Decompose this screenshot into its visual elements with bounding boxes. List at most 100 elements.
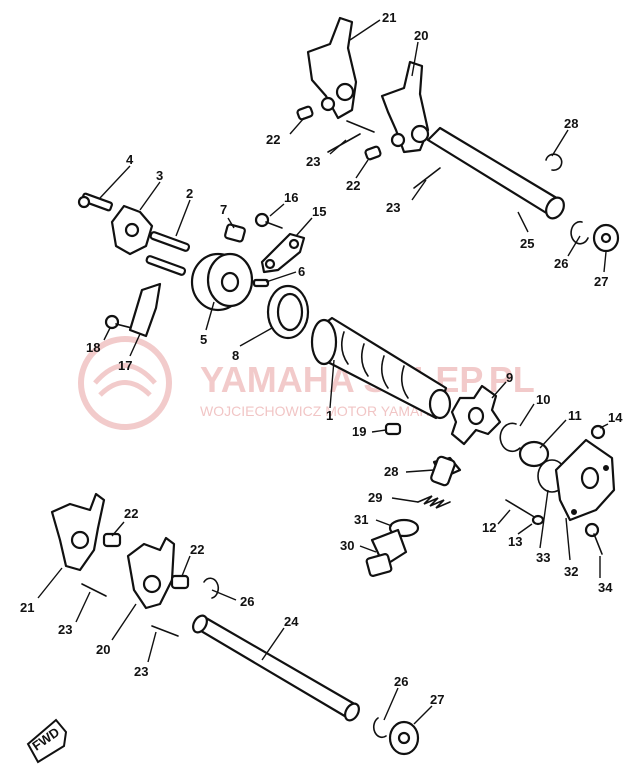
leader-23c	[75, 591, 91, 623]
drum-tip	[428, 388, 452, 420]
shift-drum	[310, 316, 502, 446]
shift-fork-20-bottom	[126, 536, 176, 610]
fork-bore	[335, 82, 355, 102]
guide-pin-22-d	[170, 574, 190, 590]
screw-16-shank	[265, 221, 283, 229]
shift-fork-shaft-25	[426, 126, 562, 216]
callout-13: 13	[508, 534, 522, 549]
callout-12: 12	[482, 520, 496, 535]
leader-30	[359, 545, 377, 553]
callout-23-top-b: 23	[386, 200, 400, 215]
leader-8	[239, 327, 273, 347]
callout-31: 31	[354, 512, 368, 527]
callout-28-top: 28	[564, 116, 578, 131]
leader-28	[405, 469, 435, 473]
leader-23d	[147, 631, 157, 663]
callout-4: 4	[126, 152, 134, 167]
screw-12	[505, 499, 537, 519]
shift-fork-shaft-24	[194, 616, 360, 720]
leader-14	[599, 423, 609, 429]
screw-16	[254, 212, 270, 228]
callout-23-bottom-b: 23	[134, 664, 148, 679]
leader-21a	[349, 19, 381, 41]
circlip-26-top	[570, 220, 589, 245]
callout-22-top-b: 22	[346, 178, 360, 193]
washer-13	[531, 514, 545, 526]
screw-34	[584, 522, 600, 538]
leader-16	[269, 203, 285, 217]
bolt-4-head	[77, 195, 91, 209]
cam-plate-hole	[467, 406, 485, 426]
fork-pin-boss-2	[390, 132, 406, 148]
dowel-19	[384, 422, 402, 436]
leader-23a	[329, 139, 347, 155]
callout-26-bottom-a: 26	[240, 594, 254, 609]
leader-22a	[289, 117, 305, 135]
callout-23-top-a: 23	[306, 154, 320, 169]
right-cover-parts	[499, 422, 616, 555]
callout-18: 18	[86, 340, 100, 355]
bolt-18	[104, 314, 120, 330]
leader-4	[99, 165, 131, 199]
plate-17	[128, 282, 162, 338]
cotter-pin-23-a2	[346, 120, 375, 133]
leader-13	[517, 523, 533, 535]
fork-bore-c	[142, 574, 162, 594]
bearing-8-inner	[276, 292, 304, 332]
leader-20b	[111, 603, 137, 641]
guide-pin-22-b	[364, 145, 382, 161]
callout-20-top: 20	[414, 28, 428, 43]
shaft-24-end	[192, 614, 208, 634]
leader-10	[519, 403, 535, 427]
bolt-18-shank	[115, 323, 133, 329]
cotter-pin-23-d	[151, 625, 179, 637]
callout-16: 16	[284, 190, 298, 205]
top-shift-assembly	[296, 16, 620, 253]
fork-pin-boss	[320, 96, 336, 112]
callout-34: 34	[598, 580, 613, 595]
leader-17	[129, 333, 141, 357]
screw-34-shank	[593, 533, 603, 555]
callout-3: 3	[156, 168, 163, 183]
callout-5: 5	[200, 332, 207, 347]
leader-lines	[37, 19, 609, 725]
callout-32: 32	[564, 564, 578, 579]
shift-cam-5-hub	[220, 271, 240, 293]
fork-bore-b	[70, 530, 90, 550]
watermark-logo-mark	[93, 363, 157, 397]
cover-bolt-hole	[603, 465, 609, 471]
leader-19	[371, 429, 387, 433]
callout-9: 9	[506, 370, 513, 385]
circlip-26-b	[203, 577, 220, 599]
leader-26b	[211, 589, 237, 601]
callout-labels: 21 20 22 23 22 23 28 25 26 27 4 3 2 7 16…	[20, 10, 623, 707]
leader-11	[539, 419, 567, 449]
cotter-pin-23-b	[413, 167, 441, 189]
cotter-pin-23-a	[327, 133, 361, 153]
shaft-end	[545, 196, 565, 220]
callout-24: 24	[284, 614, 299, 629]
guide-pin-22-a	[296, 105, 314, 121]
cotter-pin-23-c	[81, 583, 107, 597]
washer-11	[518, 440, 550, 468]
leader-5	[205, 301, 215, 331]
fwd-arrow-shape	[26, 718, 68, 764]
callout-22-bottom-b: 22	[190, 542, 204, 557]
callout-21-top: 21	[382, 10, 396, 25]
callout-8: 8	[232, 348, 239, 363]
screw-14	[590, 424, 606, 440]
leader-25	[517, 211, 529, 233]
leader-15	[295, 217, 313, 237]
callout-19: 19	[352, 424, 366, 439]
pin-6	[252, 278, 270, 288]
cover-bolt-hole-2	[571, 509, 577, 515]
leader-12	[497, 509, 511, 525]
leader-28t	[551, 129, 569, 157]
stopper-hole	[288, 238, 300, 250]
leader-21b	[37, 567, 63, 599]
leader-26a	[567, 235, 581, 257]
pin-2-a	[149, 231, 191, 252]
circlip-28-top	[545, 153, 563, 171]
stopper-hole-2	[264, 258, 276, 270]
callout-20-bottom: 20	[96, 642, 110, 657]
